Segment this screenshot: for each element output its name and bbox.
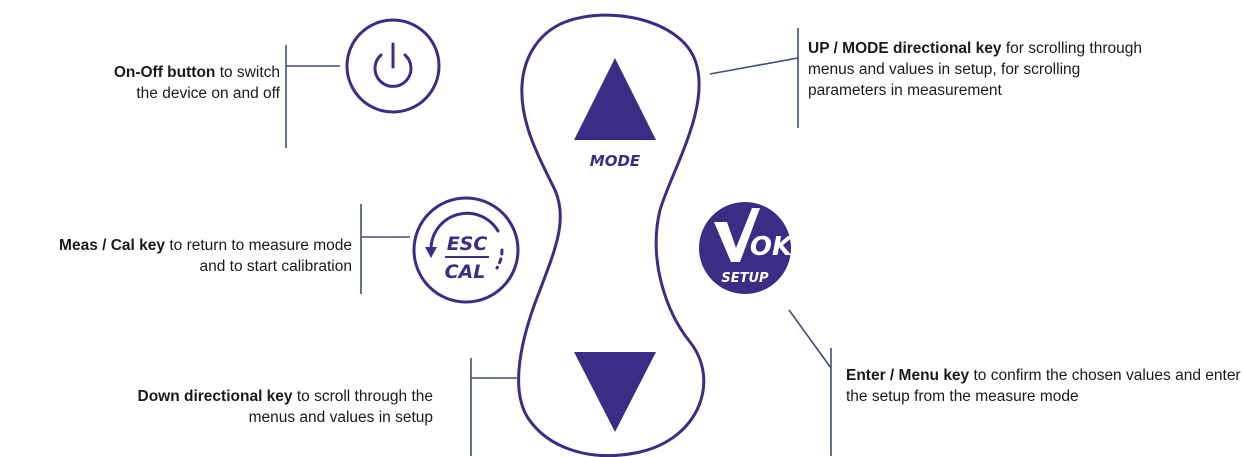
triangle-up-icon bbox=[574, 58, 656, 140]
callout-up-text: for scrolling through menus and values i… bbox=[808, 40, 1142, 99]
esc-label: ESC bbox=[447, 233, 488, 255]
ok-setup-button[interactable]: OK SETUP bbox=[699, 202, 794, 294]
power-icon bbox=[373, 42, 413, 88]
callout-up: UP / MODE directional key for scrolling … bbox=[808, 38, 1158, 101]
callout-onoff-title: On-Off button bbox=[113, 64, 216, 81]
setup-label: SETUP bbox=[721, 271, 769, 286]
callout-down: Down directional key to scroll through t… bbox=[90, 386, 434, 428]
power-button[interactable] bbox=[345, 18, 441, 114]
callout-meas-text: to return to measure mode and to start c… bbox=[165, 237, 352, 275]
arrow-head bbox=[425, 247, 437, 258]
cal-label: CAL bbox=[445, 261, 486, 283]
esc-cal-button[interactable]: ESC CAL bbox=[412, 196, 520, 304]
leader-up bbox=[709, 57, 799, 75]
leader-lines bbox=[285, 28, 832, 456]
down-key[interactable] bbox=[574, 352, 656, 432]
callout-enter-text: to confirm the chosen values and enter t… bbox=[846, 367, 1241, 405]
callout-down-title: Down directional key bbox=[137, 388, 293, 405]
ok-label: OK bbox=[750, 232, 794, 262]
callout-onoff-text: to switch the device on and off bbox=[136, 64, 280, 102]
callout-meas: Meas / Cal key to return to measure mode… bbox=[30, 235, 352, 277]
callout-meas-title: Meas / Cal key bbox=[59, 237, 166, 254]
callout-up-title: UP / MODE directional key bbox=[808, 40, 1002, 57]
callout-onoff: On-Off button to switch the device on an… bbox=[90, 62, 280, 104]
leader-enter bbox=[788, 309, 832, 369]
callout-enter: Enter / Menu key to confirm the chosen v… bbox=[846, 365, 1241, 407]
callout-down-text: to scroll through the menus and values i… bbox=[248, 388, 433, 426]
circular-arrow-icon bbox=[429, 211, 504, 270]
arrow-keys-outline bbox=[517, 13, 706, 457]
triangle-down-icon bbox=[574, 352, 656, 432]
checkmark-icon bbox=[714, 208, 760, 262]
mode-label: MODE bbox=[590, 152, 641, 170]
up-mode-key[interactable]: MODE bbox=[574, 58, 656, 170]
callout-enter-title: Enter / Menu key bbox=[846, 367, 970, 384]
